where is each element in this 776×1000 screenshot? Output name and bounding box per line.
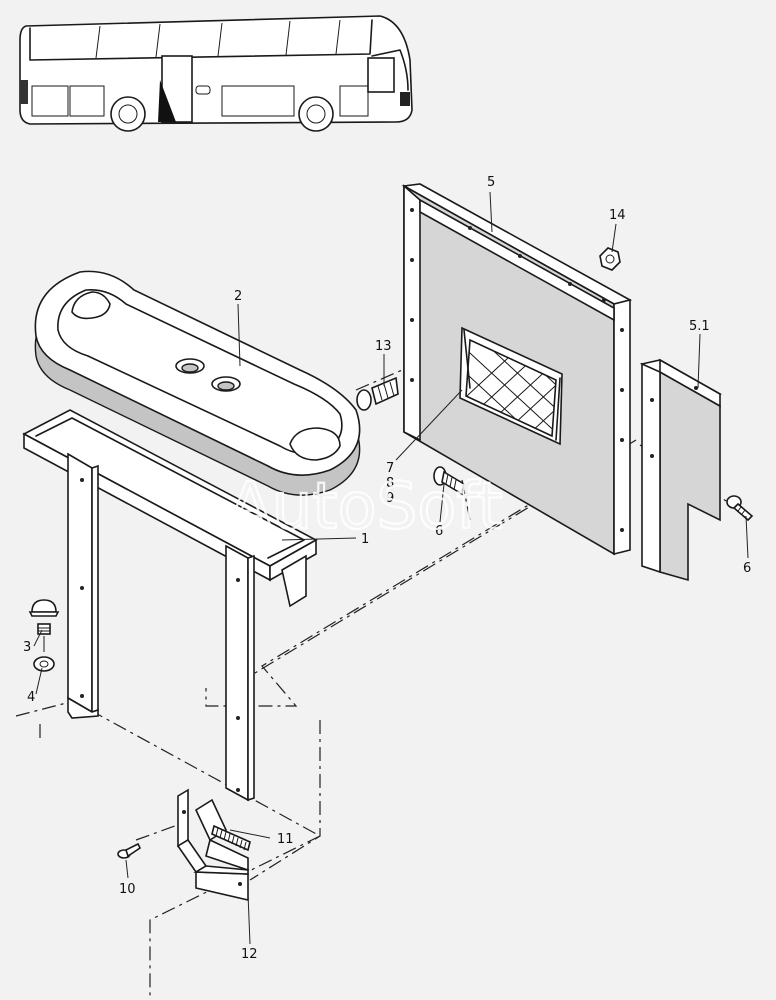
watermark-text: AutoSoft — [228, 470, 503, 544]
callout-5: 5 — [487, 175, 495, 190]
callout-6-right: 6 — [743, 561, 751, 576]
callout-13: 13 — [375, 339, 392, 354]
leader-lines — [33, 191, 749, 945]
callout-10: 10 — [119, 882, 136, 897]
bus-overview-icon — [19, 15, 413, 132]
armrest-pad-icon — [34, 270, 361, 496]
callout-8: 8 — [386, 476, 394, 491]
comb-strip-11 — [211, 824, 251, 852]
bolt-13 — [356, 376, 399, 411]
callout-9: 9 — [386, 491, 394, 506]
screw-10 — [117, 842, 142, 859]
callout-labels: 1 2 3 4 5 5.1 6 6 7 8 9 10 11 12 13 14 — [23, 175, 751, 962]
nut-14 — [599, 247, 621, 271]
callout-11: 11 — [277, 832, 294, 847]
side-bracket — [639, 358, 722, 582]
callout-3: 3 — [23, 640, 31, 655]
callout-6-left: 6 — [435, 524, 443, 539]
callout-5-1: 5.1 — [689, 319, 710, 334]
screw-6-right — [726, 495, 754, 522]
callout-4: 4 — [27, 690, 35, 705]
cap-and-washer — [28, 599, 60, 672]
callout-7: 7 — [386, 461, 394, 476]
callout-14: 14 — [609, 208, 626, 223]
armrest-frame — [22, 409, 318, 802]
callout-1: 1 — [361, 532, 369, 547]
net-pocket-icon — [459, 326, 563, 446]
callout-12: 12 — [241, 947, 258, 962]
screw-6-left — [433, 466, 465, 496]
callout-2: 2 — [234, 289, 242, 304]
